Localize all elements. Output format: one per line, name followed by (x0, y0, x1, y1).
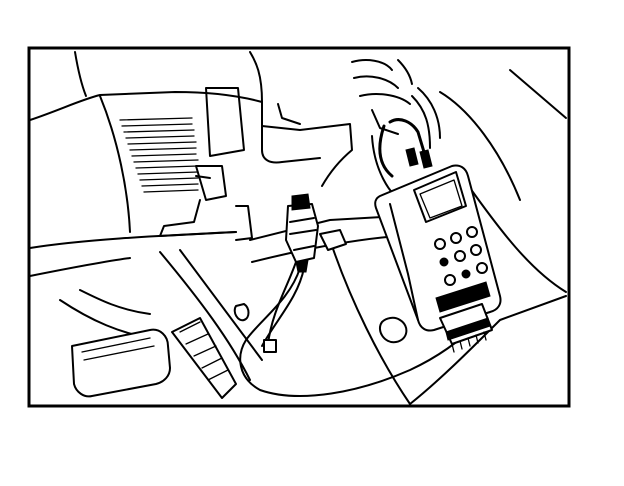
tester-keypad (434, 226, 491, 313)
dashboard-structure (29, 51, 567, 293)
connector-plug-icon (285, 193, 347, 273)
floor-contours (29, 215, 567, 405)
vent-grille (119, 117, 199, 193)
figure-frame (27, 46, 571, 408)
brake-pedal-icon (71, 328, 171, 398)
hand-held-tester-icon (374, 147, 502, 353)
accelerator-pedal-icon (171, 317, 237, 399)
